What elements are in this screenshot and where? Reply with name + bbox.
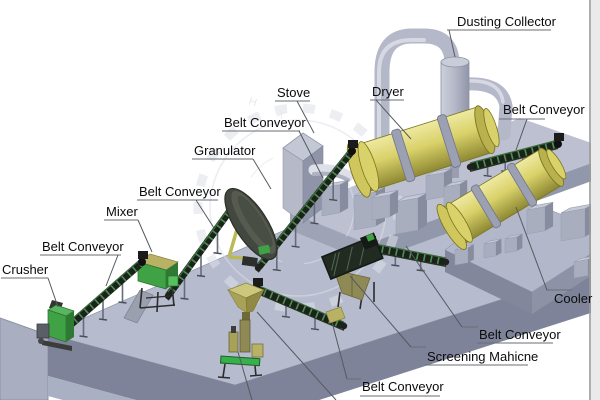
svg-text:Belt Conveyor: Belt Conveyor <box>362 379 444 394</box>
packing-hopper-unit <box>226 282 266 322</box>
collector-u-pipe <box>374 28 460 158</box>
cropped-leader-packing <box>237 351 253 400</box>
label-dusting-collector: Dusting Collector <box>447 14 557 58</box>
collector-right-pipe-highlight <box>464 79 505 104</box>
screen-discharge-chute <box>325 306 346 324</box>
svg-text:Mixer: Mixer <box>106 204 138 219</box>
label-belt-conveyor-cooler-to-screen: Belt Conveyor <box>405 245 561 344</box>
crusher-base <box>42 340 72 351</box>
label-mixer: Mixer <box>104 204 153 253</box>
cooler-slab-front <box>445 250 532 314</box>
svg-text:Belt Conveyor: Belt Conveyor <box>479 327 561 342</box>
concrete-block <box>371 190 399 221</box>
svg-text:Belt Conveyor: Belt Conveyor <box>224 115 306 130</box>
collector-top-cap <box>440 56 470 68</box>
svg-text:Dryer: Dryer <box>372 84 404 99</box>
concrete-block <box>504 233 523 254</box>
screen-feed-head <box>360 232 379 251</box>
cooler-drum <box>436 147 567 250</box>
label-stove: Stove <box>275 85 315 134</box>
label-granulator: Granulator <box>192 143 272 190</box>
hopper-neck <box>242 312 250 322</box>
label-screening-machine: Screening Mahicne <box>349 275 538 366</box>
screening-machine-unit <box>320 232 384 310</box>
dryer-drum <box>346 105 500 198</box>
label-cooler: Cooler <box>515 206 593 306</box>
label-belt-conveyor-granulator-to-dryer: Belt Conveyor <box>222 115 324 179</box>
concrete-block <box>483 238 502 259</box>
crusher-unit <box>36 300 75 351</box>
right-edge-strip <box>589 0 600 400</box>
crusher-motor <box>36 323 50 339</box>
label-belt-conveyor-to-packing: Belt Conveyor <box>331 321 444 397</box>
platform-lower-step <box>48 376 136 400</box>
platform-left-apron <box>0 317 49 400</box>
svg-text:Dusting Collector: Dusting Collector <box>457 14 557 29</box>
svg-text:Crusher: Crusher <box>2 262 49 277</box>
support-blocks <box>321 168 595 279</box>
svg-text:Belt Conveyor: Belt Conveyor <box>42 239 124 254</box>
platform-front-face <box>48 268 600 400</box>
concrete-block <box>395 192 428 235</box>
crusher-front <box>47 309 67 343</box>
mixer-chute <box>123 289 154 324</box>
svg-text:Cooler: Cooler <box>554 291 593 306</box>
label-belt-conveyor-dryer-to-cooler: Belt Conveyor <box>499 102 585 151</box>
svg-text:Screening Mahicne: Screening Mahicne <box>427 349 538 364</box>
granulator-unit <box>224 187 278 268</box>
hopper-right-face <box>245 289 265 314</box>
collector-outlet <box>451 168 459 178</box>
concrete-block <box>526 202 554 235</box>
label-belt-conveyor-crusher-to-mixer: Belt Conveyor <box>40 239 124 287</box>
cropped-leader-hopper <box>256 311 337 400</box>
concrete-block <box>321 180 349 217</box>
mixer-motor <box>167 275 179 287</box>
svg-text:Stove: Stove <box>277 85 310 100</box>
label-crusher: Crusher <box>1 262 59 308</box>
belt-conveyor-mixer-to-granulator <box>164 194 240 301</box>
label-dryer: Dryer <box>370 84 412 140</box>
svg-text:H: H <box>247 95 258 109</box>
svg-text:Granulator: Granulator <box>194 143 256 158</box>
mixer-unit <box>123 253 179 324</box>
svg-text:Belt Conveyor: Belt Conveyor <box>139 184 221 199</box>
collector-u-pipe-highlight <box>377 38 426 152</box>
svg-text:Belt Conveyor: Belt Conveyor <box>503 102 585 117</box>
label-belt-conveyor-mixer-to-granulator: Belt Conveyor <box>137 184 221 229</box>
svg-text:s: s <box>224 129 231 141</box>
crusher-side <box>66 311 74 342</box>
